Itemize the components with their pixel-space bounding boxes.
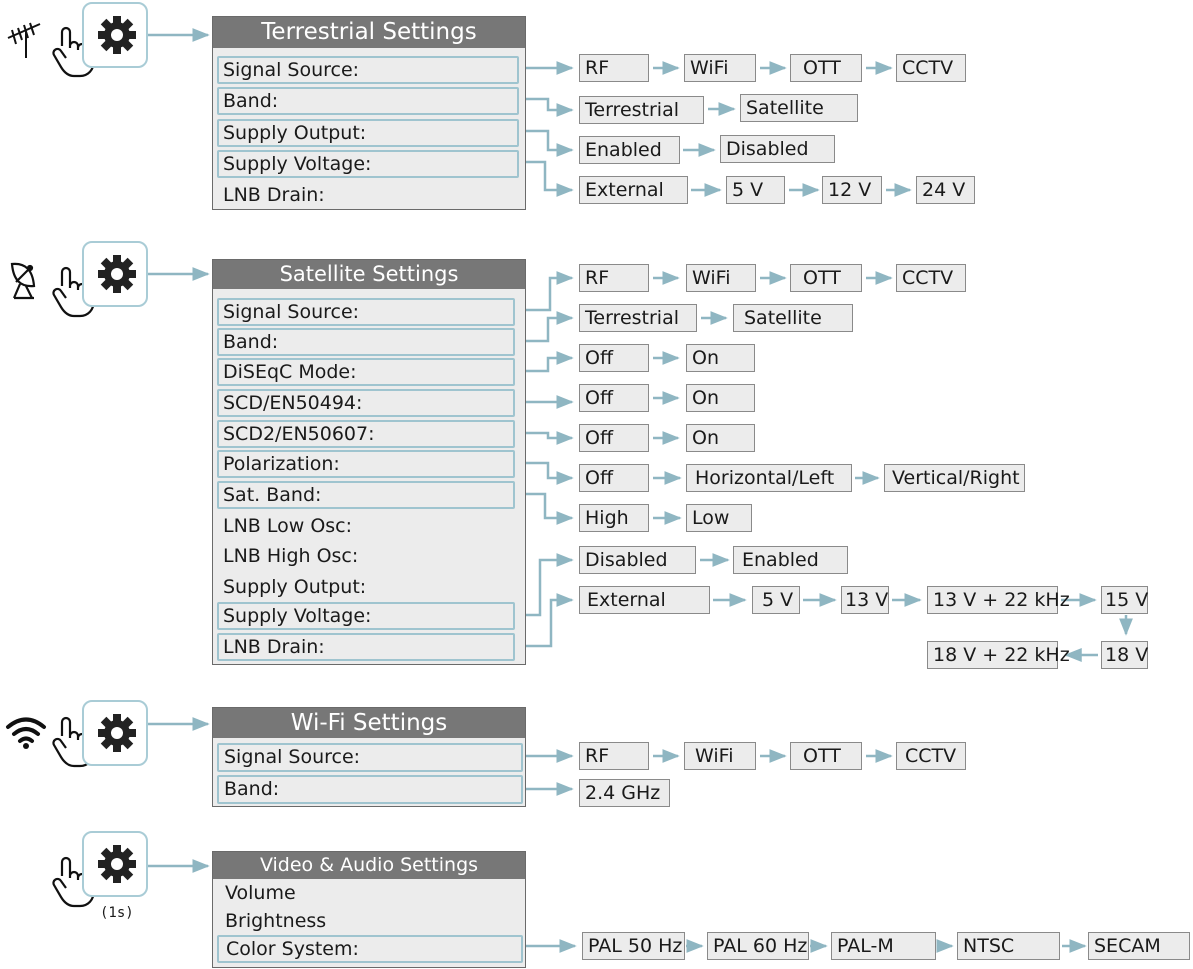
menu-item-polarization[interactable]: Polarization: <box>217 450 515 478</box>
menu-item-color-system[interactable]: Color System: <box>217 935 523 963</box>
panel-title: Video & Audio Settings <box>213 852 525 879</box>
gear-icon <box>98 714 136 752</box>
video-audio-settings-panel: Video & Audio Settings Volume Brightness… <box>212 851 526 968</box>
settings-button-video-audio[interactable] <box>82 831 148 897</box>
option-terrestrial[interactable]: Terrestrial <box>579 304 697 332</box>
option-rf[interactable]: RF <box>579 54 649 82</box>
option-off[interactable]: Off <box>579 424 649 452</box>
option-on[interactable]: On <box>686 344 755 372</box>
option-5v[interactable]: 5 V <box>752 586 800 614</box>
option-rf[interactable]: RF <box>579 742 649 770</box>
option-ntsc[interactable]: NTSC <box>957 932 1060 960</box>
gear-icon <box>98 255 136 293</box>
menu-item-lnb-high-osc: LNB High Osc: <box>223 545 359 567</box>
satellite-settings-panel: Satellite Settings Signal Source: Band: … <box>212 259 526 665</box>
option-low[interactable]: Low <box>686 504 752 532</box>
menu-item-scd2-en50607[interactable]: SCD2/EN50607: <box>217 420 515 448</box>
terrestrial-settings-panel: Terrestrial Settings Signal Source: Band… <box>212 16 526 210</box>
menu-item-band[interactable]: Band: <box>217 775 523 804</box>
option-cctv[interactable]: CCTV <box>896 54 966 82</box>
panel-title: Wi-Fi Settings <box>213 708 525 738</box>
option-disabled[interactable]: Disabled <box>579 546 696 574</box>
gear-icon <box>98 845 136 883</box>
satellite-dish-icon <box>10 262 36 300</box>
menu-item-signal-source[interactable]: Signal Source: <box>217 298 515 326</box>
option-wifi[interactable]: WiFi <box>684 54 756 82</box>
hold-duration-label: (1s) <box>100 905 134 921</box>
option-ott[interactable]: OTT <box>790 264 862 292</box>
option-2-4ghz[interactable]: 2.4 GHz <box>579 779 670 807</box>
option-off[interactable]: Off <box>579 464 649 492</box>
option-5v[interactable]: 5 V <box>726 176 785 204</box>
option-24v[interactable]: 24 V <box>916 176 975 204</box>
option-horizontal-left[interactable]: Horizontal/Left <box>686 464 852 492</box>
menu-item-lnb-drain: LNB Drain: <box>223 184 325 206</box>
option-ott[interactable]: OTT <box>790 54 862 82</box>
wifi-icon <box>6 717 46 749</box>
option-external[interactable]: External <box>579 176 688 204</box>
wifi-settings-panel: Wi-Fi Settings Signal Source: Band: <box>212 707 526 807</box>
panel-title: Satellite Settings <box>213 260 525 289</box>
menu-item-lnb-low-osc: LNB Low Osc: <box>223 515 353 537</box>
option-pal-60hz[interactable]: PAL 60 Hz <box>707 932 809 960</box>
menu-item-brightness: Brightness <box>225 910 327 932</box>
option-cctv[interactable]: CCTV <box>896 264 966 292</box>
option-13v-22khz[interactable]: 13 V + 22 kHz <box>927 586 1070 614</box>
option-vertical-right[interactable]: Vertical/Right <box>884 464 1025 492</box>
settings-button-terrestrial[interactable] <box>82 2 148 68</box>
menu-item-volume: Volume <box>225 882 296 904</box>
option-enabled[interactable]: Enabled <box>579 136 680 164</box>
menu-item-signal-source[interactable]: Signal Source: <box>217 743 523 772</box>
option-satellite[interactable]: Satellite <box>740 94 858 122</box>
settings-button-satellite[interactable] <box>82 241 148 307</box>
option-disabled[interactable]: Disabled <box>720 135 835 163</box>
menu-item-diseqc-mode[interactable]: DiSEqC Mode: <box>217 358 515 386</box>
option-wifi[interactable]: WiFi <box>686 264 756 292</box>
menu-item-lnb-drain[interactable]: LNB Drain: <box>217 633 515 661</box>
menu-item-signal-source[interactable]: Signal Source: <box>217 56 519 84</box>
option-off[interactable]: Off <box>579 344 649 372</box>
panel-title: Terrestrial Settings <box>213 17 525 48</box>
option-external[interactable]: External <box>579 586 710 614</box>
menu-item-supply-output[interactable]: Supply Output: <box>217 119 519 147</box>
menu-item-supply-output: Supply Output: <box>223 576 367 598</box>
option-rf[interactable]: RF <box>579 264 649 292</box>
menu-item-band[interactable]: Band: <box>217 328 515 356</box>
menu-item-scd-en50494[interactable]: SCD/EN50494: <box>217 389 515 417</box>
option-pal-m[interactable]: PAL-M <box>831 932 936 960</box>
option-high[interactable]: High <box>579 504 649 532</box>
option-cctv[interactable]: CCTV <box>896 742 966 770</box>
option-12v[interactable]: 12 V <box>822 176 882 204</box>
option-15v[interactable]: 15 V <box>1101 586 1148 614</box>
menu-item-band[interactable]: Band: <box>217 87 519 115</box>
option-on[interactable]: On <box>686 384 755 412</box>
menu-item-supply-voltage[interactable]: Supply Voltage: <box>217 150 519 178</box>
option-secam[interactable]: SECAM <box>1088 932 1190 960</box>
option-18v-22khz[interactable]: 18 V + 22 kHz <box>927 641 1070 669</box>
option-pal-50hz[interactable]: PAL 50 Hz <box>582 932 685 960</box>
option-off[interactable]: Off <box>579 384 649 412</box>
antenna-icon <box>7 22 41 58</box>
option-enabled[interactable]: Enabled <box>733 546 848 574</box>
option-wifi[interactable]: WiFi <box>684 742 756 770</box>
option-satellite[interactable]: Satellite <box>733 304 853 332</box>
option-ott[interactable]: OTT <box>790 742 862 770</box>
option-13v[interactable]: 13 V <box>841 586 889 614</box>
menu-item-supply-voltage[interactable]: Supply Voltage: <box>217 602 515 630</box>
option-18v[interactable]: 18 V <box>1101 641 1148 669</box>
option-terrestrial[interactable]: Terrestrial <box>579 96 704 124</box>
gear-icon <box>98 16 136 54</box>
menu-item-sat-band[interactable]: Sat. Band: <box>217 481 515 509</box>
settings-button-wifi[interactable] <box>82 700 148 766</box>
option-on[interactable]: On <box>686 424 755 452</box>
